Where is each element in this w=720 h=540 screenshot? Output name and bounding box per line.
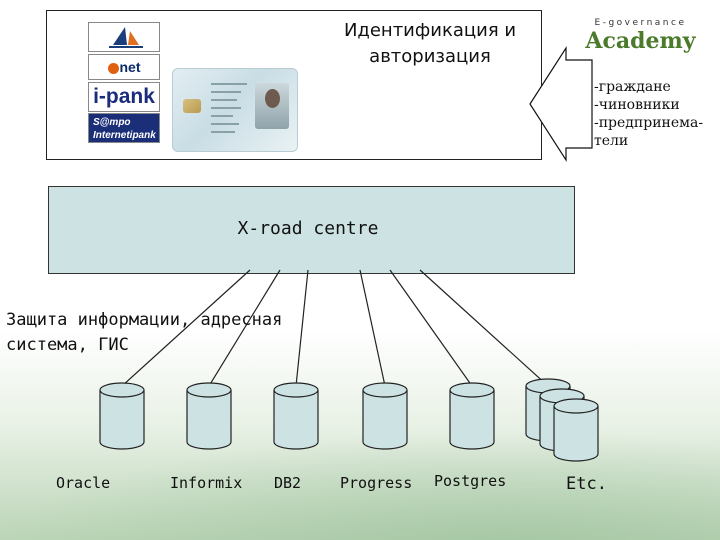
bank-logo-sail [88, 22, 160, 52]
connector-lines [121, 269, 549, 387]
role-item: -предпринема- [594, 115, 704, 131]
academy-logo: E-governance Academy [583, 18, 698, 53]
db-cylinder-stack-etc [525, 378, 599, 462]
academy-logo-title: Academy [585, 28, 696, 54]
role-list: -граждане -чиновники -предпринема- тели [594, 78, 714, 150]
role-item: -чиновники [594, 97, 680, 113]
db-label-informix: Informix [170, 474, 243, 492]
academy-logo-subtitle: E-governance [594, 18, 687, 28]
db-label-oracle: Oracle [56, 474, 111, 492]
db-cylinder-progress [362, 382, 408, 450]
connector-progress [359, 269, 386, 387]
identification-title: Идентификация и авторизация [343, 20, 517, 67]
information-security-label: Защита информации, адресная система, ГИС [6, 310, 283, 355]
circle-icon [107, 62, 119, 74]
unet-label: net [119, 59, 141, 75]
bank-logo-unet: net [88, 54, 160, 80]
connector-postgres [389, 269, 473, 387]
connector-informix [208, 269, 281, 387]
db-cylinder-postgres [449, 382, 495, 450]
db-label-progress: Progress [340, 474, 413, 492]
connector-etc [419, 269, 549, 387]
portrait-head [265, 89, 280, 108]
xroad-centre-box [48, 186, 575, 274]
role-item: тели [594, 133, 629, 149]
id-card-image [172, 68, 298, 152]
xroad-centre-label: X-road centre [237, 218, 379, 239]
bank-logo-ipank: i-pank [88, 82, 160, 112]
sail-icon [109, 27, 143, 48]
connector-db2 [295, 269, 309, 387]
chip-icon [183, 99, 201, 113]
db-cylinder-oracle [99, 382, 145, 450]
sampo-label: S@mpo Internetipank [93, 117, 156, 141]
bank-logo-sampo: S@mpo Internetipank [88, 113, 160, 143]
connector-oracle [121, 269, 251, 387]
inbound-arrow [529, 45, 593, 163]
db-label-postgres: Postgres [434, 472, 507, 490]
db-label-db2: DB2 [274, 474, 302, 492]
db-cylinder-informix [186, 382, 232, 450]
role-item: -граждане [594, 79, 671, 95]
db-cylinder-db2 [273, 382, 319, 450]
db-label-etc: Etc. [566, 474, 607, 494]
